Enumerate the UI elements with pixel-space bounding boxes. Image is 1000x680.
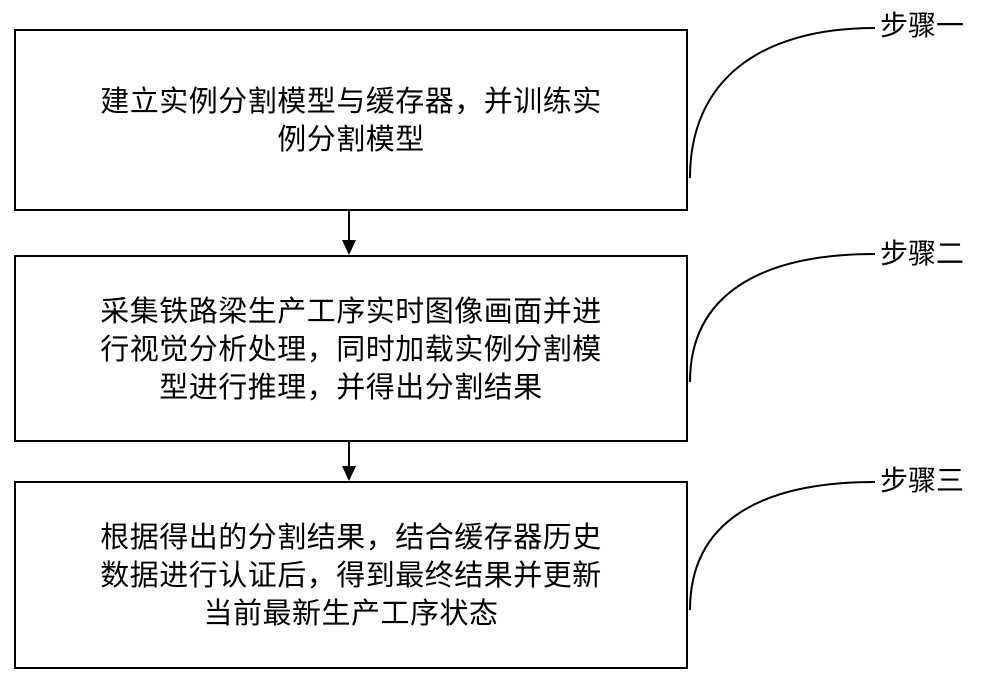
step3-text: 根据得出的分割结果，结合缓存器历史 数据进行认证后，得到最终结果并更新 当前最新… (78, 518, 624, 632)
step2-text-line: 型进行推理，并得出分割结果 (159, 369, 543, 404)
step2-box: 采集铁路梁生产工序实时图像画面并进 行视觉分析处理，同时加载实例分割模 型进行推… (14, 255, 688, 442)
step2-text-line: 采集铁路梁生产工序实时图像画面并进 (100, 293, 602, 328)
step3-text-line: 当前最新生产工序状态 (203, 596, 499, 630)
step3-label: 步骤三 (880, 464, 965, 497)
step1-box: 建立实例分割模型与缓存器，并训练实 例分割模型 (14, 29, 688, 211)
leader-line-step1 (689, 27, 876, 179)
step1-text-line: 例分割模型 (277, 122, 425, 156)
step3-text-line: 数据进行认证后，得到最终结果并更新 (100, 558, 602, 592)
step2-text-line: 行视觉分析处理，同时加载实例分割模 (100, 331, 602, 366)
arrow-step2-to-step3 (342, 442, 356, 481)
step3-text-line: 根据得出的分割结果，结合缓存器历史 (100, 520, 602, 554)
step1-text: 建立实例分割模型与缓存器，并训练实 例分割模型 (78, 82, 624, 158)
step1-label: 步骤一 (880, 9, 965, 42)
step2-text: 采集铁路梁生产工序实时图像画面并进 行视觉分析处理，同时加载实例分割模 型进行推… (78, 292, 624, 406)
leader-line-step2 (689, 253, 876, 383)
step3-box: 根据得出的分割结果，结合缓存器历史 数据进行认证后，得到最终结果并更新 当前最新… (14, 481, 688, 669)
step2-label: 步骤二 (880, 237, 965, 270)
step1-text-line: 建立实例分割模型与缓存器，并训练实 (100, 84, 602, 118)
leader-line-step3 (689, 481, 876, 611)
arrow-step1-to-step2 (342, 211, 356, 255)
